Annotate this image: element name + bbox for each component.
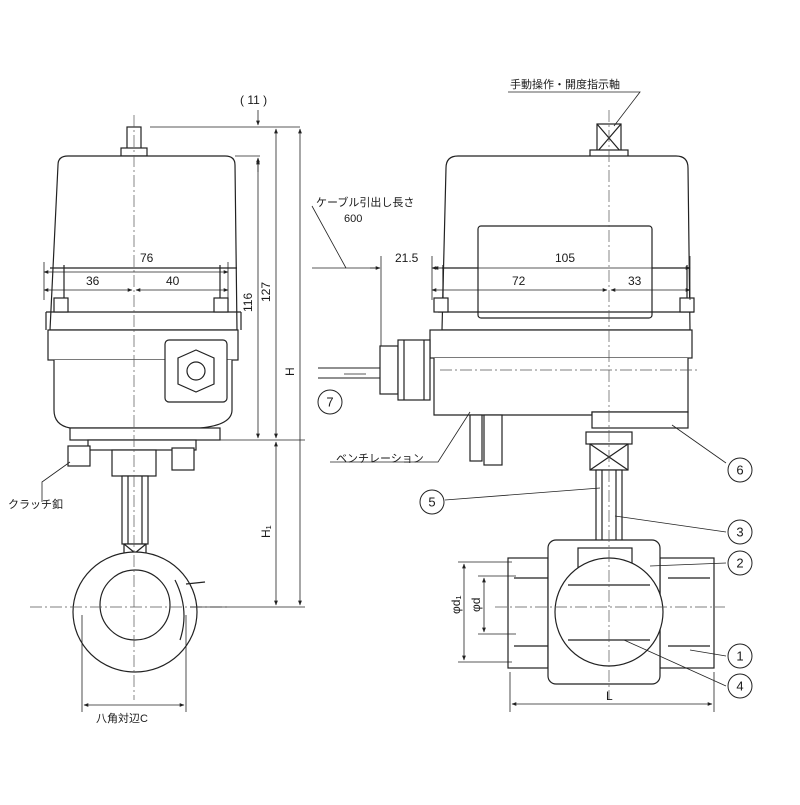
dim-36: 36 <box>86 274 100 288</box>
callout-number: 3 <box>736 525 743 540</box>
nameplate <box>477 225 653 319</box>
left-dimension-lines <box>41 110 305 712</box>
callout-4: 4 <box>727 673 753 699</box>
ventilation-tube <box>469 414 483 462</box>
dim-H: H <box>283 367 297 376</box>
label-clutch-pin: クラッチ釦 <box>8 497 63 511</box>
actuator-cover <box>49 155 238 331</box>
callout-5: 5 <box>419 489 445 515</box>
callout-number: 7 <box>326 395 333 410</box>
label-manual-shaft: 手動操作・開度指示軸 <box>510 77 620 91</box>
callout-2: 2 <box>727 550 753 576</box>
dim-21-5: 21.5 <box>395 251 419 265</box>
valve-end-right <box>659 557 715 669</box>
callout-markers: 1 2 3 4 5 6 7 <box>317 389 753 699</box>
right-dimension-lines <box>311 91 727 712</box>
left-side-view <box>45 126 242 673</box>
callout-6: 6 <box>727 457 753 483</box>
callout-number: 2 <box>736 556 743 571</box>
label-ventilation: ベンチレーション <box>336 452 424 465</box>
callout-7: 7 <box>317 389 343 415</box>
right-front-view <box>318 123 715 685</box>
callout-number: 4 <box>736 679 743 694</box>
dim-127: 127 <box>259 282 273 302</box>
callout-number: 6 <box>736 463 743 478</box>
bottom-plate <box>69 427 221 441</box>
dim-116: 116 <box>241 293 255 312</box>
dim-72: 72 <box>512 274 526 288</box>
callout-number: 1 <box>736 649 743 664</box>
dim-phi-d1: φd₁ <box>449 595 463 614</box>
dim-40: 40 <box>166 274 180 288</box>
dim-11: ( 11 ) <box>240 93 267 107</box>
dim-H1: H₁ <box>259 525 273 538</box>
right-centerlines <box>440 110 725 700</box>
stem-neck <box>121 475 149 545</box>
dim-76: 76 <box>140 251 154 265</box>
callout-3: 3 <box>727 519 753 545</box>
dim-33: 33 <box>628 274 642 288</box>
actuator-body-front <box>429 329 693 359</box>
callout-1: 1 <box>727 643 753 669</box>
label-cable-length-value: 600 <box>344 213 362 225</box>
dim-L: L <box>606 689 613 703</box>
label-octagon: 八角対辺C <box>96 711 148 725</box>
valve-end-left <box>507 557 549 669</box>
callout-number: 5 <box>428 495 435 510</box>
cable-gland-side <box>379 345 399 395</box>
label-cable-length: ケーブル引出し長さ <box>316 195 414 209</box>
clutch-button-shape <box>67 445 91 467</box>
dim-phi-d: φd <box>469 598 483 612</box>
dim-105: 105 <box>555 251 575 265</box>
